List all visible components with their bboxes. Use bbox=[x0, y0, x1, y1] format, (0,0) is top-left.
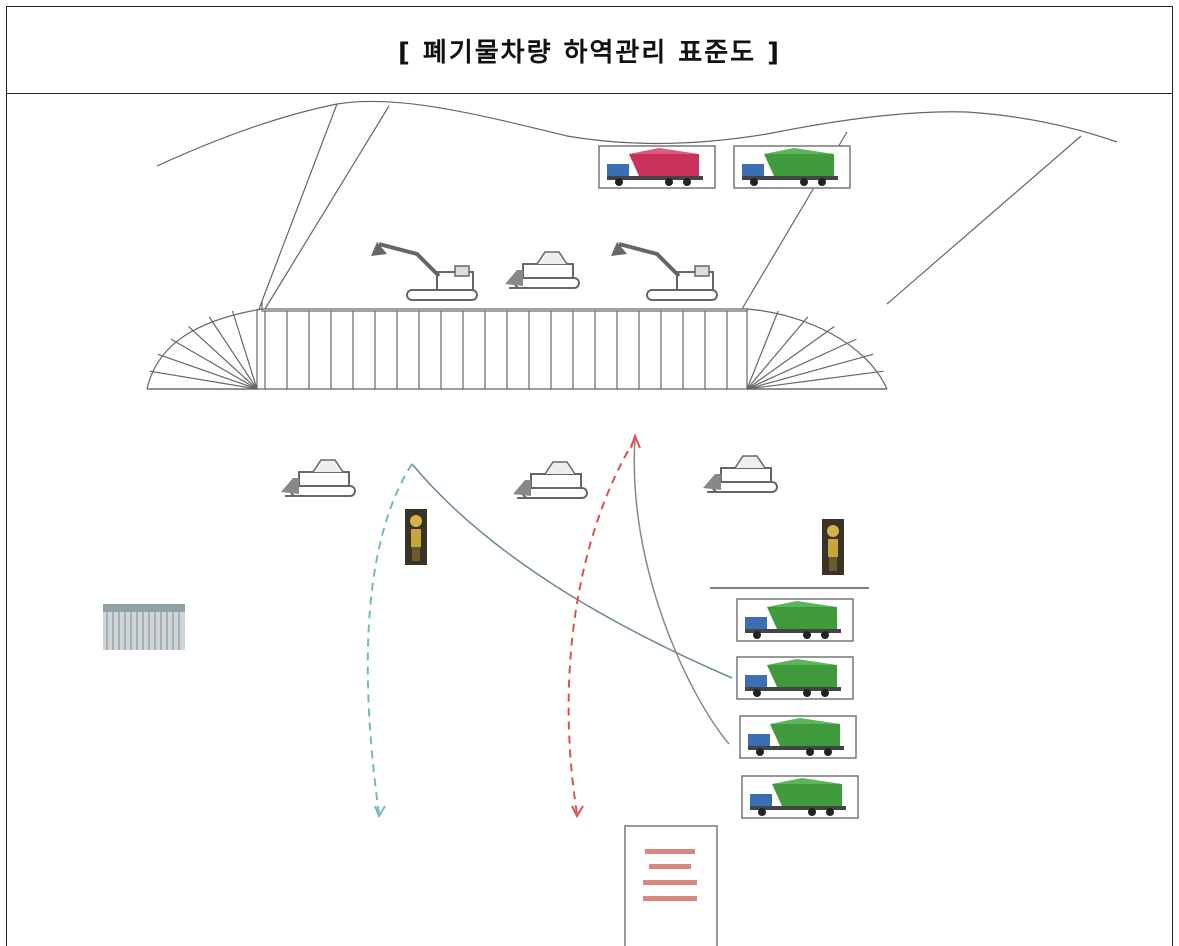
excavator-left bbox=[369, 240, 479, 302]
fan-line-left bbox=[208, 316, 258, 390]
title-bar: [ 폐기물차량 하역관리 표준도 ] bbox=[7, 7, 1172, 94]
entry-path-teal bbox=[411, 463, 733, 679]
fan-line-right bbox=[746, 370, 884, 390]
dozer-lower-center bbox=[512, 461, 588, 499]
fan-line-left bbox=[170, 338, 258, 390]
dozer-lower-left bbox=[280, 459, 356, 497]
waiting-truck-3 bbox=[739, 715, 857, 759]
dump-truck-red bbox=[598, 145, 716, 189]
fan-line-left bbox=[149, 370, 258, 390]
fan-line-right bbox=[746, 325, 835, 390]
inspection-building-icon bbox=[103, 604, 185, 650]
fan-line-right bbox=[746, 310, 779, 390]
fan-line-left bbox=[157, 353, 258, 390]
exit-path-teal bbox=[366, 463, 413, 815]
exit-path-red bbox=[567, 438, 636, 815]
fan-line-right bbox=[746, 316, 809, 390]
entry-path-red bbox=[633, 438, 730, 745]
fan-line-right bbox=[746, 353, 874, 390]
page-title: [ 폐기물차량 하역관리 표준도 ] bbox=[397, 37, 781, 68]
waiting-truck-2 bbox=[736, 656, 854, 700]
excavator-right bbox=[609, 240, 719, 302]
site-diagram bbox=[103, 100, 1118, 946]
signal-worker-1 bbox=[405, 509, 427, 565]
dump-truck-green-top bbox=[733, 145, 851, 189]
fan-line-left bbox=[231, 310, 258, 390]
dozer-upper bbox=[504, 251, 580, 289]
waiting-truck-4 bbox=[741, 775, 859, 819]
signal-worker-2 bbox=[822, 519, 844, 575]
ramp-left-outer bbox=[258, 103, 338, 310]
diagram-frame: [ 폐기물차량 하역관리 표준도 ] bbox=[6, 6, 1173, 946]
arrow-head-red-exit bbox=[571, 805, 584, 819]
arrow-head-teal bbox=[374, 805, 386, 819]
signboard bbox=[624, 825, 718, 946]
ramp-left-inner bbox=[264, 105, 390, 310]
dumping-platform bbox=[146, 301, 888, 390]
waiting-truck-1 bbox=[736, 598, 854, 642]
arrow-head-red bbox=[630, 433, 641, 449]
fan-line-left bbox=[188, 326, 258, 390]
terrain-upper-edge bbox=[156, 100, 1118, 167]
dozer-lower-right bbox=[702, 455, 778, 493]
fan-line-right bbox=[746, 338, 857, 390]
ramp-far-right bbox=[886, 135, 1082, 305]
